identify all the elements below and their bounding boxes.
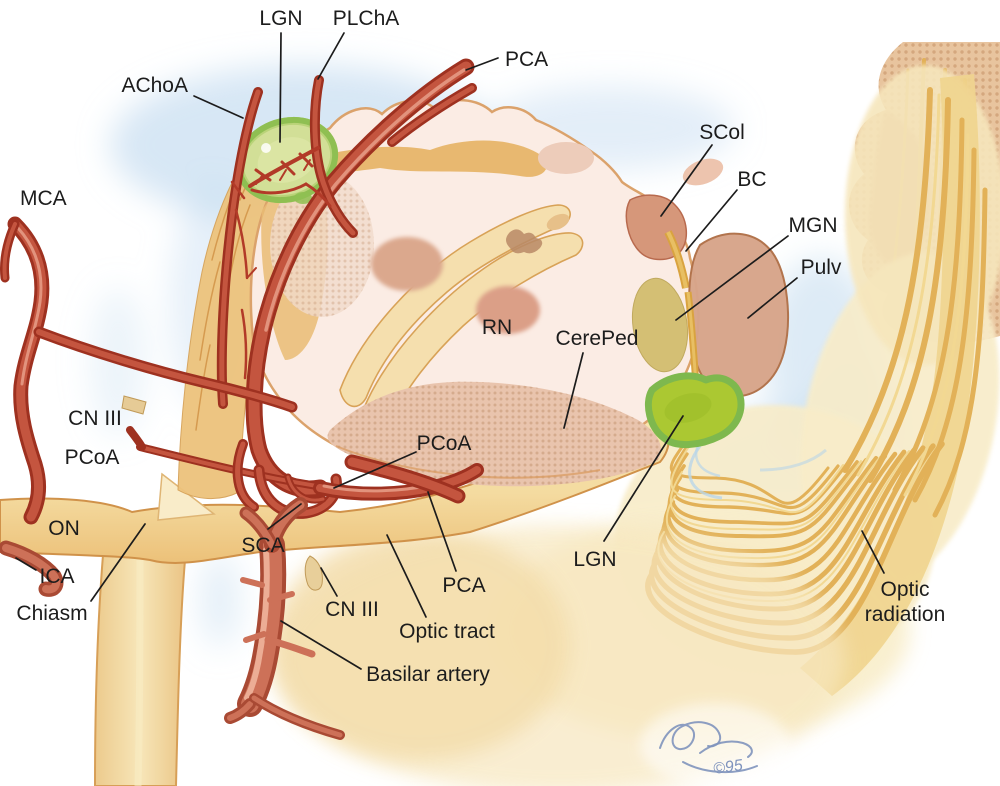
label-pcoa-left: PCoA (65, 446, 120, 469)
label-scol: SCol (660, 121, 745, 217)
red-nucleus (476, 286, 540, 334)
label-chiasm: Chiasm (16, 523, 146, 625)
label-text: Chiasm (16, 602, 87, 625)
leader-line (333, 451, 417, 489)
label-cereped: CerePed (556, 327, 639, 429)
label-sca: SCA (241, 503, 302, 557)
label-optic-radiation: Optic radiation (861, 530, 946, 626)
label-text: ON (48, 517, 80, 540)
midbrain-section (249, 98, 789, 487)
label-text: Optic tract (399, 620, 495, 643)
label-text: CN III (325, 598, 379, 621)
label-text: CN III (68, 407, 122, 430)
leader-line (603, 415, 684, 542)
label-basilar-artery: Basilar artery (280, 620, 490, 686)
leader-line (317, 32, 345, 80)
radiation-ascending-fibers (842, 87, 988, 518)
label-text: Pulv (801, 256, 842, 279)
pale-bump-right (682, 158, 724, 186)
leader-line (267, 503, 302, 530)
lgn-bottom-shade (664, 393, 712, 423)
leader-line (563, 352, 584, 429)
signature-scribble (659, 721, 722, 751)
label-text: SCA (241, 534, 284, 557)
label-text: PCA (442, 574, 485, 597)
brachium-fibers (664, 230, 690, 289)
label-lgn-top: LGN (259, 7, 303, 143)
leader-line (660, 144, 713, 217)
label-text: LGN (259, 7, 302, 30)
label-text: PCoA (417, 432, 472, 455)
lgn-green-stub (294, 192, 312, 204)
label-pca-top: PCA (465, 48, 548, 71)
label-text: ICA (39, 565, 74, 588)
label-rn: RN (482, 316, 512, 339)
label-mca: MCA (20, 187, 67, 210)
label-text: RN (482, 316, 512, 339)
label-text: PLChA (333, 7, 400, 30)
label-ica: ICA (15, 557, 75, 588)
dark-squiggle (506, 229, 543, 254)
label-text: MGN (789, 214, 838, 237)
leader-line (193, 95, 244, 119)
tiny-leaf (546, 213, 570, 231)
label-pulv: Pulv (747, 256, 842, 319)
label-text: PCoA (65, 446, 120, 469)
label-text: radiation (865, 603, 946, 626)
label-text: LGN (573, 548, 616, 571)
label-text: MCA (20, 187, 67, 210)
leader-line (861, 530, 885, 574)
label-pcoa-mid: PCoA (333, 432, 472, 489)
label-lgn-bottom: LGN (573, 415, 684, 571)
pulvinar (688, 232, 789, 398)
label-bc: BC (685, 168, 767, 252)
label-achoa: AChoA (121, 74, 244, 119)
artist-signature: ©95 (659, 721, 758, 778)
leader-line (90, 523, 146, 602)
label-text: AChoA (121, 74, 188, 97)
leader-line (279, 32, 282, 143)
leader-line (386, 534, 427, 618)
arteries (0, 58, 484, 740)
pons-region (93, 525, 845, 786)
medial-geniculate (631, 277, 689, 373)
leader-line (747, 277, 798, 319)
lgn-highlight-spot (261, 143, 271, 153)
labels: LGN PLChA PCA AChoA MCA SCol BC MGN (15, 7, 946, 686)
leader-line (280, 620, 362, 670)
label-text: CerePed (556, 327, 639, 350)
leader-line (427, 491, 457, 572)
label-optic-tract: Optic tract (386, 534, 495, 643)
label-cn3-mid: CN III (320, 567, 379, 621)
left-salmon-patch (371, 237, 443, 291)
label-text: BC (737, 168, 766, 191)
label-text: Basilar artery (366, 663, 490, 686)
radiation-bundle (800, 74, 980, 696)
leader-line (15, 557, 37, 571)
leader-line (675, 235, 789, 321)
label-on: ON (48, 517, 80, 540)
label-cn3-left: CN III (68, 407, 122, 430)
top-edge-bump (538, 142, 594, 174)
label-text: SCol (699, 121, 745, 144)
label-mgn: MGN (675, 214, 838, 321)
leader-line (320, 567, 338, 597)
leader-line (685, 189, 738, 252)
leader-line (465, 57, 499, 71)
label-text: Optic (880, 578, 929, 601)
perforating-branches (230, 146, 332, 380)
cn3-stub-left (121, 395, 147, 415)
label-pca-mid: PCA (427, 491, 486, 597)
cn3-stub-center (304, 555, 323, 591)
label-plcha: PLChA (317, 7, 400, 80)
signature-year: ©95 (712, 757, 744, 778)
label-text: PCA (505, 48, 548, 71)
cn3-stubs (121, 395, 323, 591)
